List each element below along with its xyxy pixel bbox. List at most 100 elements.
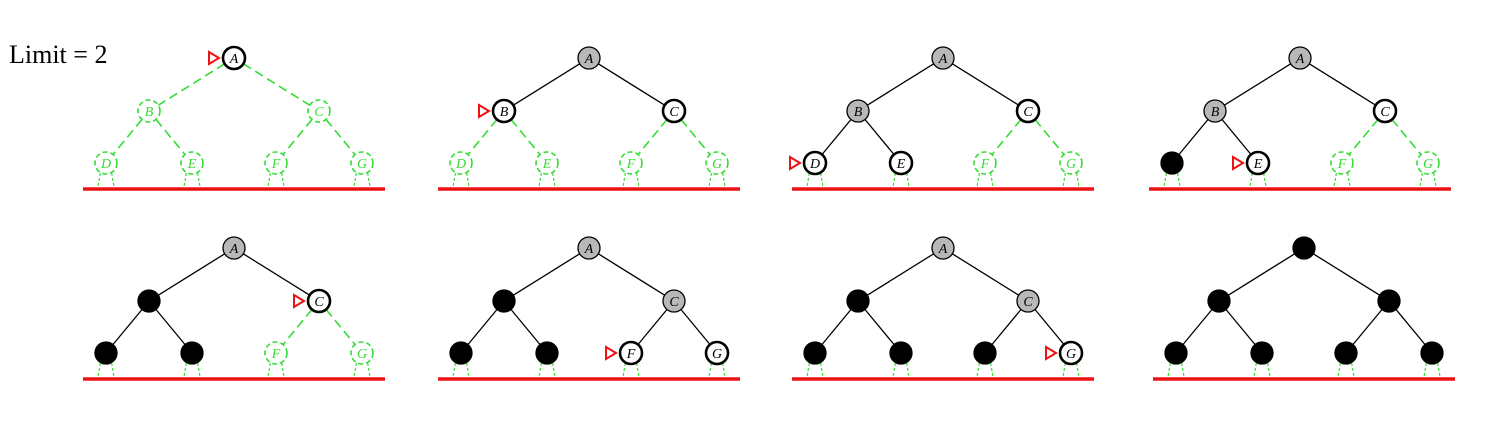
- unexplored-edge: [325, 308, 356, 346]
- node-label: D: [100, 157, 111, 172]
- explored-node: [846, 289, 870, 313]
- tree-edge: [512, 253, 581, 296]
- node-label: G: [357, 347, 367, 362]
- cutoff-stub: [990, 172, 994, 190]
- unexplored-edge: [1034, 118, 1065, 156]
- explored-node: [94, 341, 118, 365]
- tree-edge: [864, 309, 895, 345]
- cutoff-stub: [892, 172, 896, 190]
- tree-edge: [1221, 119, 1252, 155]
- cutoff-stub: [1181, 362, 1185, 380]
- unexplored-edge: [282, 308, 313, 346]
- cutoff-stub: [976, 362, 980, 380]
- explored-node: [492, 289, 516, 313]
- current-node-pointer: [605, 345, 618, 361]
- cutoff-stub: [281, 362, 285, 380]
- unexplored-edge: [325, 118, 356, 156]
- tree-edge: [821, 119, 852, 155]
- tree-edge: [1308, 63, 1377, 106]
- explored-node: [180, 341, 204, 365]
- expanded-node: [846, 99, 870, 123]
- node-label: B: [145, 105, 154, 120]
- expanded-node: [1016, 289, 1040, 313]
- cutoff-stub: [820, 172, 824, 190]
- current-node-pointer: [208, 50, 221, 66]
- cutoff-stub: [183, 362, 187, 380]
- unexplored-node: [535, 151, 559, 175]
- node-label: F: [271, 347, 281, 362]
- frontier-node: [704, 340, 730, 366]
- node-label: B: [1211, 105, 1220, 120]
- frontier-node: [1245, 150, 1271, 176]
- cutoff-stub: [976, 172, 980, 190]
- cutoff-stub: [197, 172, 201, 190]
- unexplored-edge: [637, 118, 668, 156]
- unexplored-edge: [112, 118, 143, 156]
- unexplored-edge: [991, 118, 1022, 156]
- cutoff-stub: [1263, 172, 1267, 190]
- cutoff-stub: [906, 172, 910, 190]
- cutoff-stub: [1062, 362, 1066, 380]
- unexplored-node: [264, 151, 288, 175]
- cutoff-stub: [183, 172, 187, 190]
- cutoff-stub: [636, 172, 640, 190]
- node-label: A: [938, 242, 948, 257]
- cutoff-stub: [1347, 172, 1351, 190]
- current-node-pointer: [1232, 155, 1245, 171]
- node-label: C: [669, 105, 679, 120]
- node-label: G: [1066, 347, 1076, 362]
- explored-node: [1207, 289, 1231, 313]
- cutoff-stub: [452, 362, 456, 380]
- node-label: C: [1023, 105, 1033, 120]
- cutoff-stub: [892, 362, 896, 380]
- unexplored-node: [350, 151, 374, 175]
- tree-edge: [1178, 119, 1209, 155]
- explored-node: [1420, 341, 1444, 365]
- expanded-node: [931, 46, 955, 70]
- cutoff-stub: [538, 362, 542, 380]
- expanded-node: [577, 236, 601, 260]
- node-label: F: [626, 157, 636, 172]
- frontier-node: [1372, 98, 1398, 124]
- node-label: E: [896, 157, 906, 172]
- cutoff-stub: [1253, 362, 1257, 380]
- cutoff-stub: [1163, 172, 1167, 190]
- node-label: E: [1253, 157, 1263, 172]
- explored-node: [973, 341, 997, 365]
- cutoff-stub: [538, 172, 542, 190]
- tree-edge: [821, 309, 852, 345]
- cutoff-stub: [1249, 172, 1253, 190]
- cutoff-stub: [281, 172, 285, 190]
- unexplored-node: [973, 151, 997, 175]
- tree-edge: [951, 253, 1020, 296]
- node-label: G: [712, 347, 722, 362]
- unexplored-node: [94, 151, 118, 175]
- cutoff-stub: [806, 362, 810, 380]
- cutoff-stub: [990, 362, 994, 380]
- node-label: G: [1423, 157, 1433, 172]
- cutoff-stub: [111, 362, 115, 380]
- tree-panel: [1153, 236, 1455, 381]
- cutoff-stub: [267, 362, 271, 380]
- node-label: C: [669, 295, 679, 310]
- expanded-node: [931, 236, 955, 260]
- expanded-node: [222, 236, 246, 260]
- tree-panel: ACG: [792, 236, 1094, 381]
- cutoff-stub: [622, 362, 626, 380]
- cutoff-stub: [353, 362, 357, 380]
- unexplored-node: [1330, 151, 1354, 175]
- unexplored-edge: [680, 118, 711, 156]
- tree-edge: [510, 309, 541, 345]
- node-label: A: [584, 242, 594, 257]
- tree-edge: [467, 309, 498, 345]
- cutoff-stub: [906, 362, 910, 380]
- explored-node: [137, 289, 161, 313]
- cutoff-stub: [820, 362, 824, 380]
- node-label: F: [1337, 157, 1347, 172]
- cutoff-stub: [97, 362, 101, 380]
- cutoff-stub: [267, 172, 271, 190]
